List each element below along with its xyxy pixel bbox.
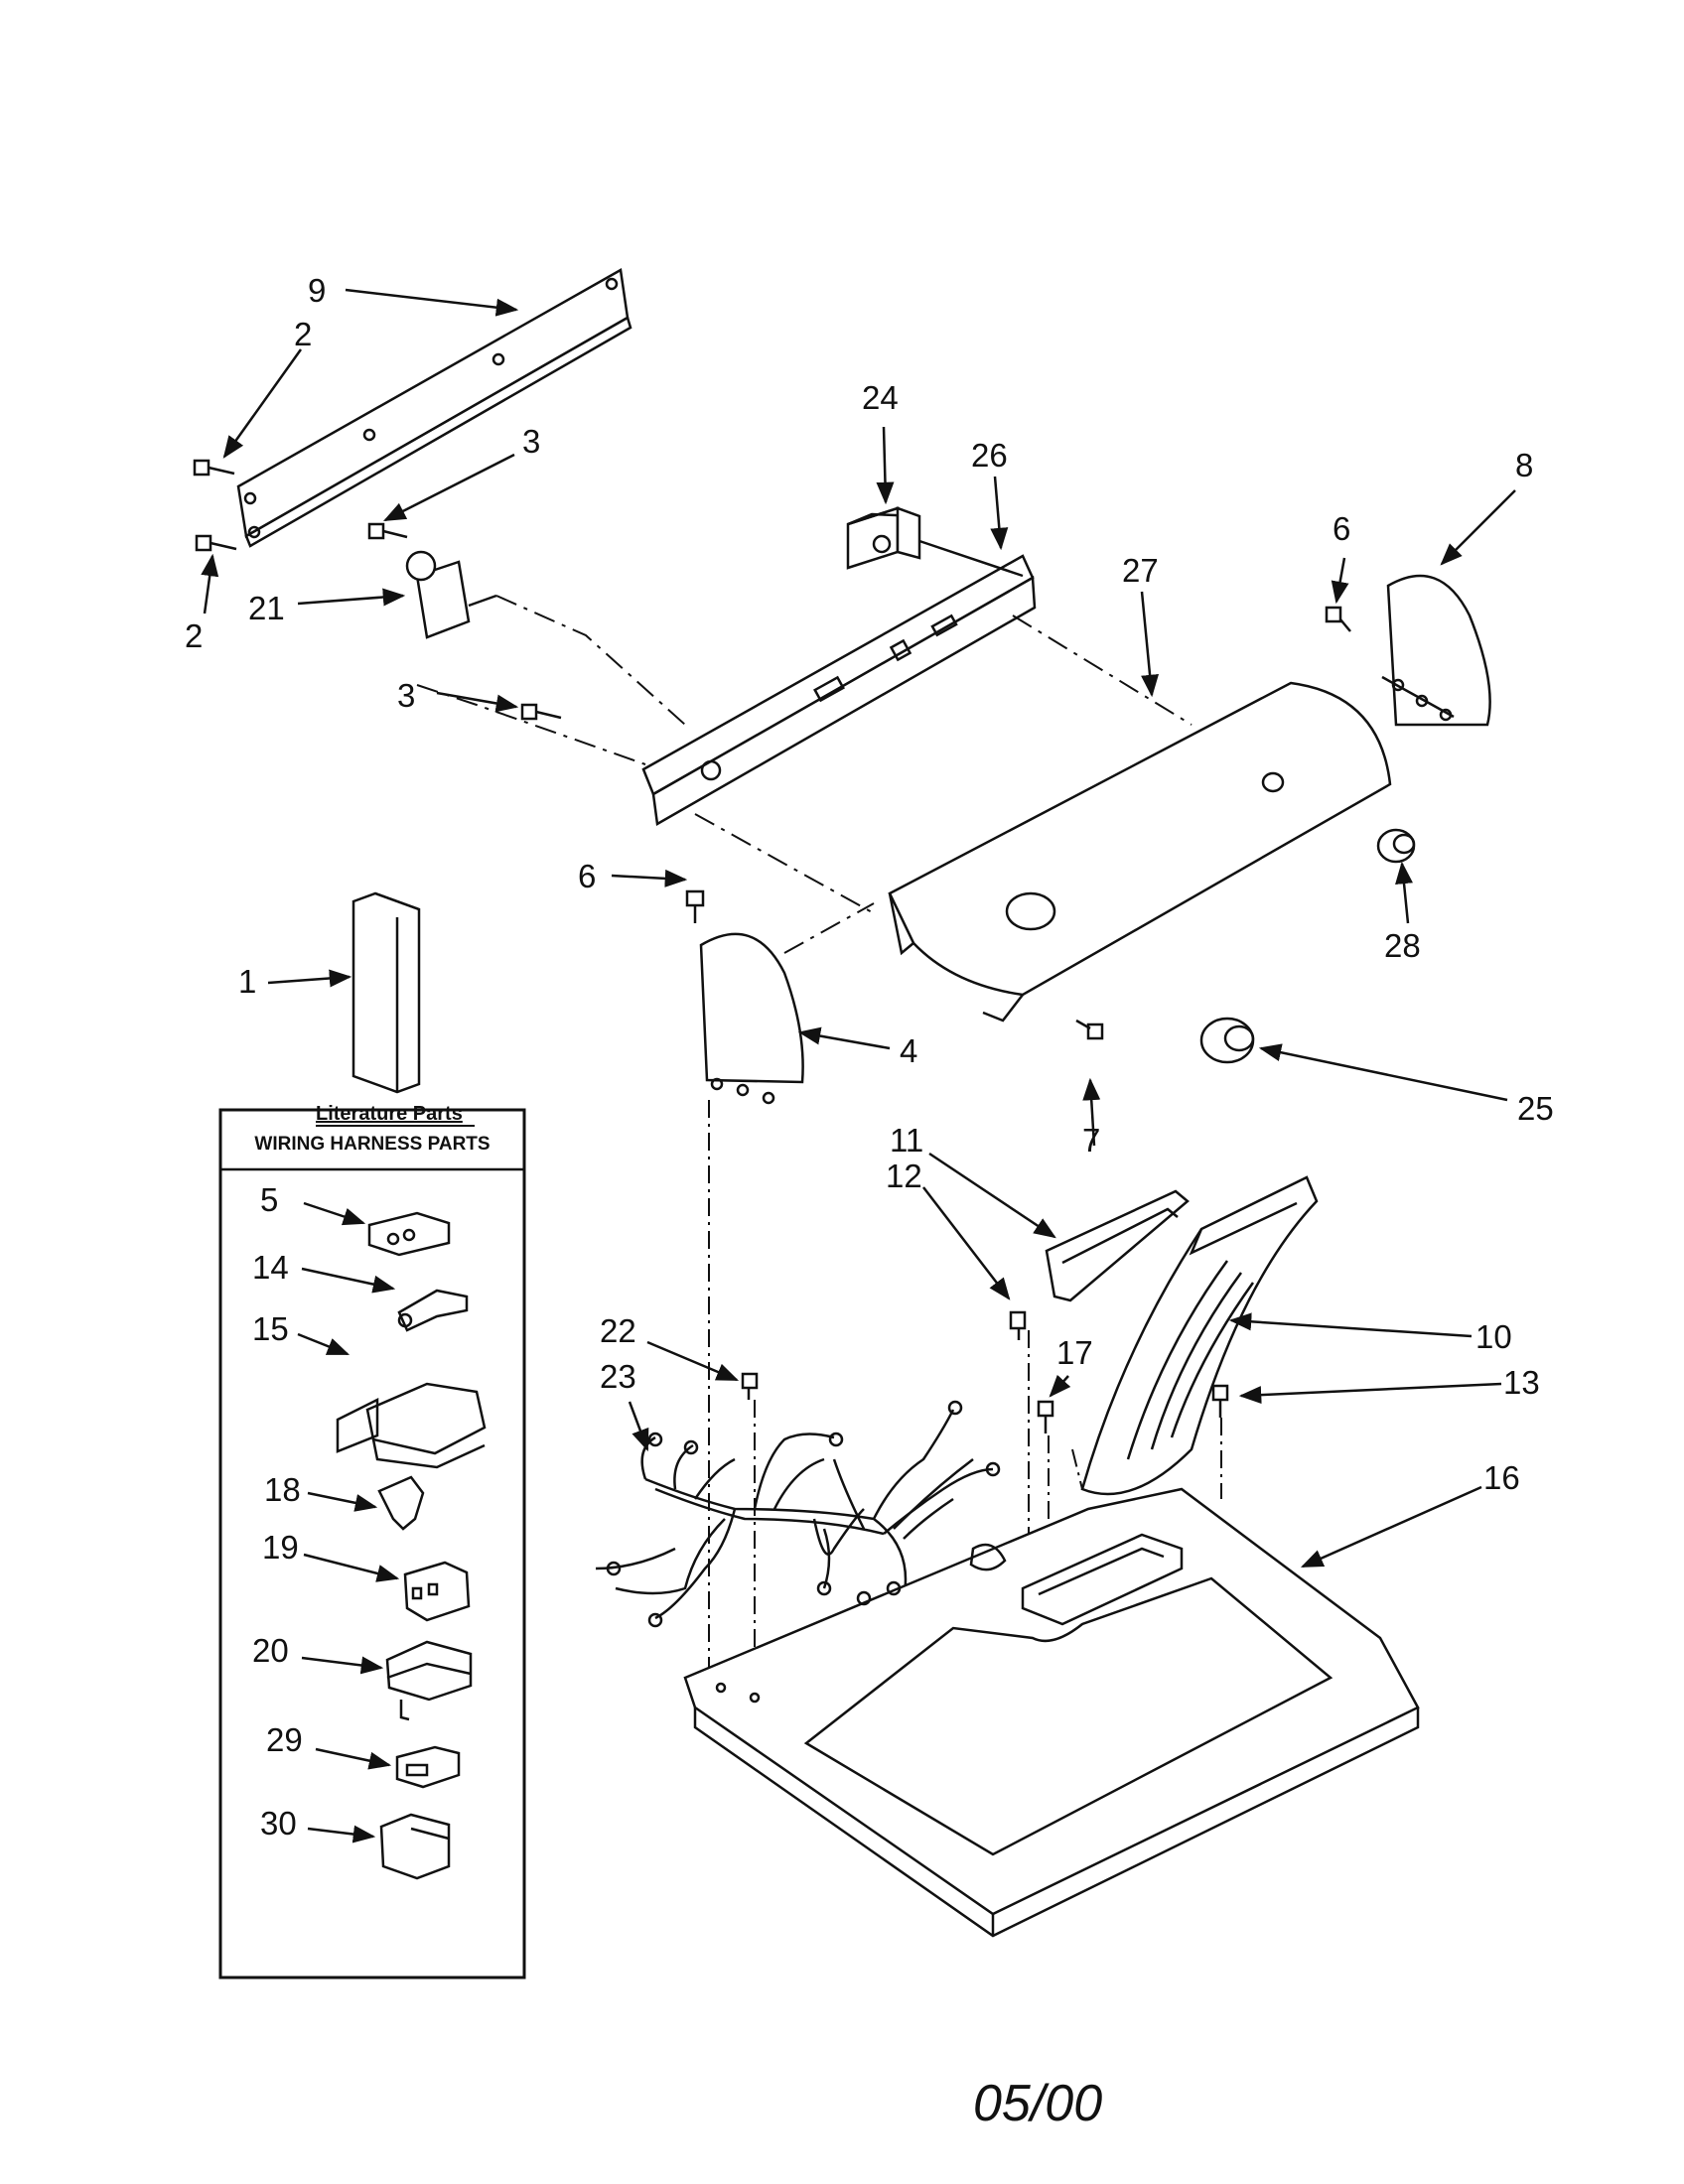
callout-27: 27 [1122, 552, 1159, 589]
callout-9: 9 [308, 272, 326, 309]
block-part-15 [336, 1382, 487, 1469]
callout-20: 20 [252, 1632, 289, 1669]
callout-30: 30 [260, 1805, 297, 1842]
screw-part-2a [193, 459, 235, 477]
screw-part-13 [1211, 1384, 1229, 1418]
callout-15: 15 [252, 1310, 289, 1347]
console-part-27 [888, 681, 1392, 1023]
knob-part-28 [1376, 828, 1416, 864]
callout-10: 10 [1475, 1318, 1512, 1355]
clip-part-18 [377, 1475, 425, 1531]
callout-14: 14 [252, 1249, 289, 1286]
rear-panel-part-9 [236, 268, 632, 548]
screw-part-17 [1037, 1400, 1054, 1433]
callout-17: 17 [1056, 1334, 1093, 1371]
duct-part-11 [1045, 1189, 1190, 1302]
screw-part-6b [1325, 606, 1351, 632]
endcap-part-8 [1381, 574, 1491, 727]
callout-24: 24 [862, 379, 899, 416]
relay-part-24 [846, 506, 921, 570]
callout-3: 3 [522, 423, 540, 460]
callout-2: 2 [185, 617, 203, 654]
callout-8: 8 [1515, 447, 1533, 483]
callout-28: 28 [1384, 927, 1421, 964]
screw-part-3a [367, 522, 408, 540]
callout-21: 21 [248, 590, 285, 626]
literature-part-1 [351, 891, 421, 1094]
switch-part-21 [405, 550, 497, 639]
connector-part-30 [379, 1813, 451, 1880]
screw-part-6a [685, 889, 705, 923]
callout-4: 4 [900, 1032, 917, 1069]
clip-part-22 [741, 1372, 759, 1400]
callout-5: 5 [260, 1181, 278, 1218]
callout-16: 16 [1483, 1459, 1520, 1496]
callout-6: 6 [1333, 510, 1350, 547]
callout-11: 11 [890, 1122, 923, 1159]
callout-29: 29 [266, 1721, 303, 1758]
callout-26: 26 [971, 437, 1008, 474]
screw-part-7 [1075, 1019, 1104, 1040]
housing-part-20 [385, 1640, 473, 1721]
callout-12: 12 [886, 1158, 922, 1194]
top-panel-part-16 [683, 1487, 1420, 1938]
literature-parts-label: Literature Parts [316, 1103, 463, 1125]
endcap-part-4 [699, 932, 804, 1105]
callout-22: 22 [600, 1312, 636, 1349]
callout-6: 6 [578, 858, 596, 894]
callout-1: 1 [238, 963, 256, 1000]
clip-part-12 [1009, 1310, 1027, 1340]
wiring-harness-title: WIRING HARNESS PARTS [254, 1134, 490, 1155]
lint-filter-part-10 [1080, 1175, 1319, 1496]
connector-part-5 [367, 1211, 451, 1257]
screw-part-3b [520, 703, 562, 721]
callout-7: 7 [1082, 1122, 1100, 1159]
callout-13: 13 [1503, 1364, 1540, 1401]
connector-part-19 [403, 1561, 471, 1622]
knob-part-25 [1199, 1017, 1255, 1064]
wiring-harness-box [218, 1108, 526, 1979]
callout-23: 23 [600, 1358, 636, 1395]
date-code: 05/00 [973, 2075, 1102, 2132]
callout-25: 25 [1517, 1090, 1554, 1127]
terminal-part-14 [397, 1289, 469, 1332]
screw-part-2b [195, 534, 237, 552]
callout-19: 19 [262, 1529, 299, 1566]
control-bracket-part-26 [641, 554, 1037, 827]
leader-arrows [201, 288, 1516, 1843]
callout-18: 18 [264, 1471, 301, 1508]
connector-part-29 [395, 1745, 461, 1789]
callout-3: 3 [397, 677, 415, 714]
callout-2: 2 [294, 316, 312, 352]
wire-harness-part-23 [595, 1400, 1001, 1628]
